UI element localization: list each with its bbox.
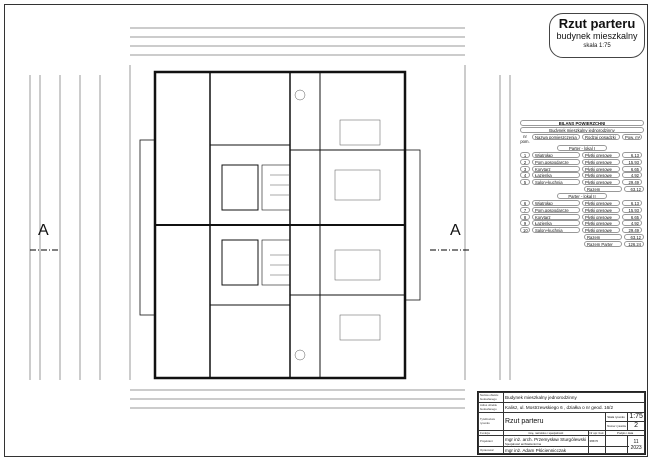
table-row: 7 Pom.gospodarcze Płytki gresowe 15,93 [520,206,644,213]
room-area: 4,92 [622,220,642,227]
room-name: Wiatrołap [532,199,580,206]
header-type: Rodzaj posadzki [582,134,620,140]
drafter-label: Opracował [478,446,504,454]
room-area: 15,93 [622,158,642,165]
room-no: 7 [520,206,530,213]
drawing-title: Rzut parteru budynek mieszkalny skala 1:… [549,13,645,58]
drawing-name: Rzut parteru [502,411,607,431]
room-name: Salon+kuchnia [532,227,580,234]
room-name: Łazienka [532,172,580,179]
unit-total-value: 63,12 [624,233,644,240]
header-area: Pow. m² [622,134,642,140]
room-area: 29,49 [622,227,642,234]
floor-type: Płytki gresowe [582,213,620,220]
floor-type: Płytki gresowe [582,206,620,213]
address-label: Adres obiektu budowlanego [478,401,504,413]
room-area: 29,49 [622,179,642,186]
floor-type: Płytki gresowe [582,179,620,186]
perm-header: Nr upr. bud. [587,429,607,437]
unit-label: Parter - lokal I [557,145,607,151]
room-no: 10 [520,227,530,234]
room-no: 8 [520,213,530,220]
unit-total-row: Razem 63,12 [520,233,644,240]
bilans-title: BILANS POWIERZCHNI [520,120,644,126]
room-area: 15,93 [622,206,642,213]
table-row: 4 Łazienka Płytki gresowe 4,92 [520,172,644,179]
room-name: Wiatrołap [532,152,580,158]
room-no: 2 [520,158,530,165]
title-sub: budynek mieszkalny [556,31,638,41]
designer-spec: Specjalność architektoniczna [505,441,542,446]
floor-type: Płytki gresowe [582,172,620,179]
room-area: 6,13 [622,199,642,206]
room-name: Korytarz [532,213,580,220]
furniture [270,89,381,361]
unit-total-label: Razem [584,185,622,192]
scale-label: Skala rysunku [605,411,629,422]
floor-type: Płytki gresowe [582,220,620,227]
number-label: Numer rysunku [605,420,629,431]
table-row: 8 Korytarz Płytki gresowe 6,65 [520,213,644,220]
unit-total-label: Razem [584,233,622,240]
section-marker-right: A [450,222,461,239]
date: 11 2023 [627,435,645,454]
room-name: Łazienka [532,220,580,227]
address: Kalisz, ul. Mostrzewskiego 6 , działka o… [503,401,645,413]
room-no: 9 [520,220,530,227]
designer-name: mgr inż. arch. Przemysław Sturgólewski [505,436,587,442]
sheet-frame [4,4,648,457]
number-value: 2 [627,420,645,431]
table-row: 6 Wiatrołap Płytki gresowe 6,13 [520,199,644,206]
grand-total-value: 126,24 [624,240,644,247]
table-row: 5 Salon+kuchnia Płytki gresowe 29,49 [520,179,644,186]
floor-type: Płytki gresowe [582,165,620,172]
walls [139,70,421,380]
floor-type: Płytki gresowe [582,227,620,234]
room-no: 4 [520,172,530,179]
room-name: Pom.gospodarcze [532,206,580,213]
room-name: Korytarz [532,165,580,172]
room-no: 1 [520,152,530,158]
room-no: 6 [520,199,530,206]
room-no: 5 [520,179,530,186]
room-name: Salon+kuchnia [532,179,580,186]
table-row: 10 Salon+kuchnia Płytki gresowe 29,49 [520,227,644,234]
room-name: Pom.gospodarcze [532,158,580,165]
unit-label: Parter - lokal II [557,192,607,199]
bilans-header: nr pom. Nazwa pomieszczenia Rodzaj posad… [520,134,644,144]
area-balance-table: BILANS POWIERZCHNI Budynek mieszkalny je… [520,120,644,248]
room-area: 6,13 [622,152,642,158]
room-no: 3 [520,165,530,172]
room-area: 6,65 [622,165,642,172]
drawing-label: Tytuł/nazwa rysunku [478,411,504,431]
table-row: 9 Łazienka Płytki gresowe 4,92 [520,220,644,227]
table-row: 1 Wiatrołap Płytki gresowe 6,13 [520,152,644,158]
title-main: Rzut parteru [558,16,636,31]
designer-label: Projektant [478,435,504,448]
title-scale: skala 1:75 [583,43,611,49]
scale-value: 1:75 [627,411,645,422]
drafter-name: mgr inż. Adam Płóciennicczak [503,446,589,454]
header-no: nr pom. [520,134,530,144]
room-area: 6,65 [622,213,642,220]
bilans-subtitle: Budynek mieszkalny jednorodzinny [520,127,644,133]
dimension-lines [29,27,511,409]
floor-type: Płytki gresowe [582,158,620,165]
header-name: Nazwa pomieszczenia [532,134,580,140]
grand-total-row: Razem Parter 126,24 [520,240,644,247]
table-row: 3 Korytarz Płytki gresowe 6,65 [520,165,644,172]
floor-type: Płytki gresowe [582,199,620,206]
object-label: Nazwa obiektu budowlanego [478,392,504,403]
unit-total-value: 63,12 [624,185,644,192]
unit-total-row: Razem 63,12 [520,185,644,192]
room-area: 4,92 [622,172,642,179]
floor-type: Płytki gresowe [582,152,620,158]
grand-total-label: Razem Parter [584,240,622,247]
table-row: 2 Pom.gospodarcze Płytki gresowe 15,93 [520,158,644,165]
object-name: Budynek mieszkalny jednorodzinny [503,392,645,403]
designer-perm: 365/70 [587,435,607,448]
section-marker-left: A [38,222,49,239]
